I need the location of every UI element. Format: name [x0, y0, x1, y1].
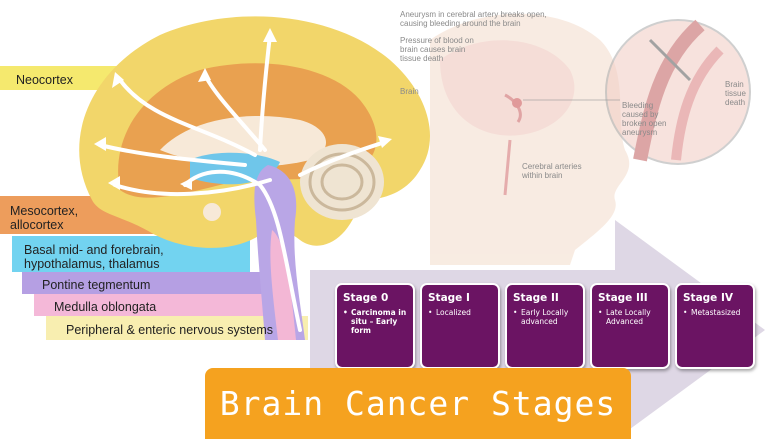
caption-cerebral-arteries: Cerebral arteries within brain [522, 162, 582, 180]
arrowheads [94, 28, 392, 190]
pathway-arrows [98, 33, 387, 332]
banner-title: Brain Cancer Stages [219, 384, 617, 423]
label-pontine-tegmentum: Pontine tegmentum [42, 278, 151, 292]
label-mesocortex: Mesocortex, allocortex [10, 204, 79, 232]
stage-title: Stage 0 [343, 292, 389, 304]
stage-desc: Metastasized [683, 308, 747, 317]
caption-pressure: Pressure of blood on brain causes brain … [400, 36, 474, 63]
stage-desc: Carcinoma in situ – Early form [343, 308, 407, 335]
label-neocortex: Neocortex [16, 73, 73, 87]
stage-desc: Early Locally advanced [513, 308, 577, 326]
stage-desc: Localized [428, 308, 492, 317]
label-medulla-oblongata: Medulla oblongata [54, 300, 157, 314]
magnified-aneurysm-illustration [605, 19, 751, 165]
stage-1-box: Stage I Localized [420, 283, 500, 369]
stage-title: Stage IV [683, 292, 733, 304]
head-profile-illustration [430, 13, 630, 265]
caption-aneurysm: Aneurysm in cerebral artery breaks open,… [400, 10, 547, 28]
stage-title: Stage I [428, 292, 470, 304]
brain-sagittal [79, 16, 430, 340]
title-banner: Brain Cancer Stages [205, 368, 631, 439]
label-basal-forebrain: Basal mid- and forebrain, hypothalamus, … [24, 243, 164, 271]
label-peripheral-nervous: Peripheral & enteric nervous systems [66, 323, 274, 337]
stage-3-box: Stage III Late Locally Advanced [590, 283, 670, 369]
stage-desc: Late Locally Advanced [598, 308, 662, 326]
stage-2-box: Stage II Early Locally advanced [505, 283, 585, 369]
caption-tissue-death: Brain tissue death [725, 80, 746, 107]
stage-4-box: Stage IV Metastasized [675, 283, 755, 369]
stage-title: Stage III [598, 292, 648, 304]
caption-bleeding: Bleeding caused by broken open aneurysm [622, 101, 667, 137]
stage-title: Stage II [513, 292, 559, 304]
stage-0-box: Stage 0 Carcinoma in situ – Early form [335, 283, 415, 369]
caption-brain: Brain [400, 87, 419, 96]
